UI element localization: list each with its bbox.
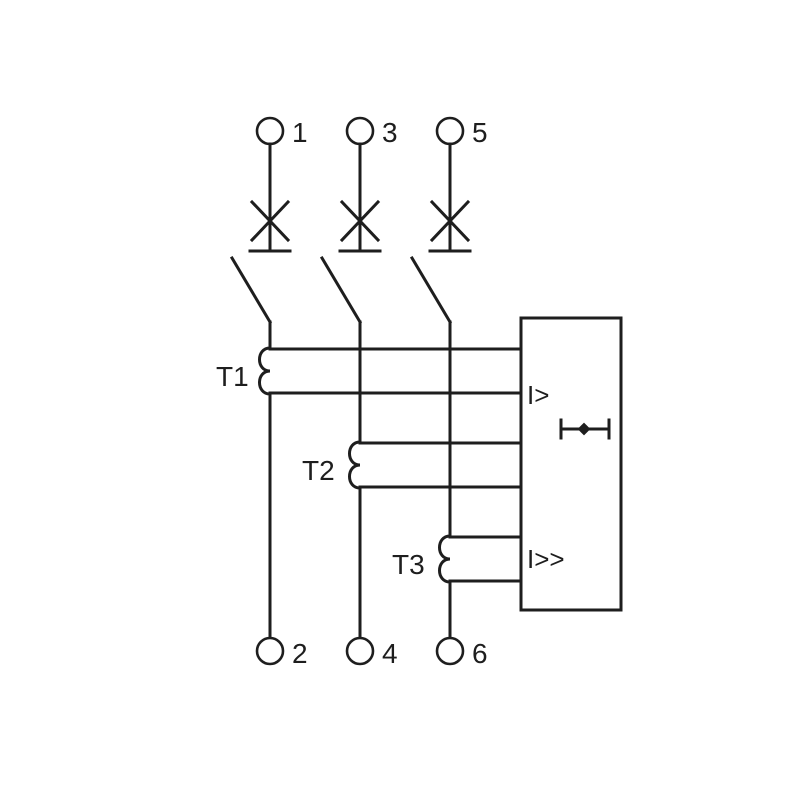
terminal-4-circle [345,636,375,666]
relay-box [519,316,623,612]
terminal-2-label: 2 [292,638,308,669]
terminal-5-circle [435,116,465,146]
transformer-t3-label: T3 [392,549,425,580]
trip-relay-unit: I> I>> [519,316,623,612]
pole-3-trip-cross-b [429,199,471,243]
terminal-3-label: 3 [382,117,398,148]
overload-trip-label: I> [527,380,549,410]
terminal-6-circle [435,636,465,666]
coil-t1 [258,346,272,396]
pole-1-switch-blade [229,255,273,325]
pole-1-trip-cross-b [249,199,291,243]
terminal-6-label: 6 [472,638,488,669]
coil-t3 [438,534,452,584]
transformer-leads [268,347,523,583]
terminal-2-circle [255,636,285,666]
trip-mechanism-icon [559,418,611,440]
transformer-t1-label: T1 [216,361,249,392]
pole-1: 1 2 [229,116,308,669]
pole-2-trip-cross-b [339,199,381,243]
terminal-5-label: 5 [472,117,488,148]
transformer-t2-label: T2 [302,455,335,486]
pole-2-switch-blade [319,255,363,325]
terminal-3-circle [345,116,375,146]
terminal-4-label: 4 [382,638,398,669]
pole-2: 3 4 [319,116,398,669]
terminal-1-circle [255,116,285,146]
terminal-1-label: 1 [292,117,308,148]
pole-3: 5 6 [409,116,488,669]
pole-3-switch-blade [409,255,453,325]
shortcircuit-trip-label: I>> [527,544,565,574]
coil-t2 [348,440,362,490]
